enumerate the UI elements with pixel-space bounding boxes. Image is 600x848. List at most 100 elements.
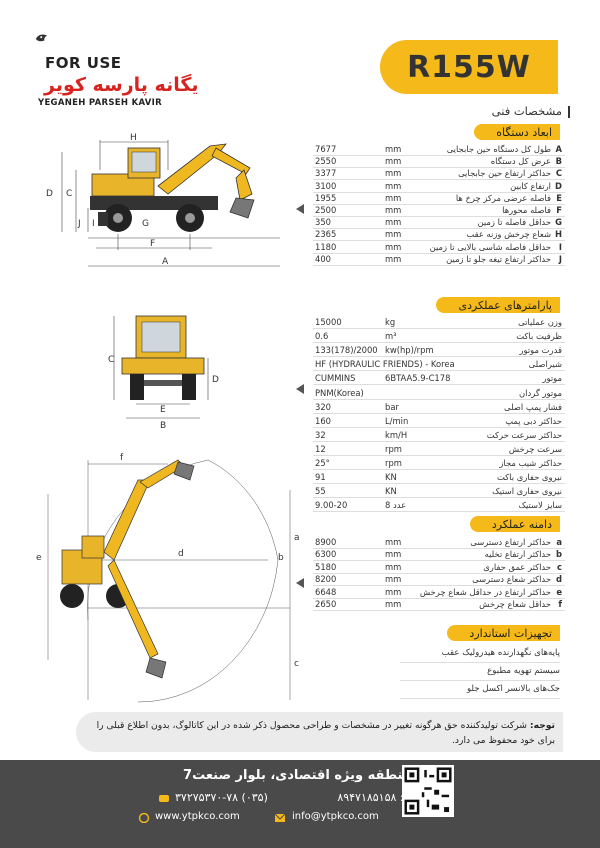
row-value: 160: [315, 415, 331, 426]
row-key: c: [557, 561, 562, 572]
row-label: طول کل دستگاه حین جابجایی: [446, 144, 551, 154]
dim-label-F: F: [150, 239, 155, 249]
row-unit: kg: [385, 317, 396, 327]
row-value: 400: [315, 253, 331, 264]
row-value: 6300: [315, 549, 337, 560]
row-key: f: [558, 599, 562, 609]
row-unit: km/H: [385, 429, 408, 440]
row-key: a: [556, 537, 562, 547]
row-label: فاصله عرضی مرکز چرخ ها: [455, 192, 551, 203]
row-value: 2650: [315, 599, 337, 609]
dim-label-I: I: [92, 219, 95, 229]
row-unit: 8 عدد: [385, 500, 407, 511]
working-range-diagram: f a b d e c: [36, 453, 300, 703]
footer-email-link[interactable]: info@ytpkco.com: [292, 811, 379, 822]
row-value: CUMMINS: [315, 373, 356, 384]
row-unit: mm: [385, 229, 402, 240]
row-label: حداکثر ارتفاع در حداقل شعاع چرخش: [419, 586, 551, 597]
note-box: [76, 712, 563, 752]
row-label: موتور: [542, 373, 562, 384]
range-label-b: b: [278, 553, 284, 563]
row-unit: mm: [385, 574, 402, 585]
section-dimensions: ابعاد دستگاه: [474, 124, 560, 140]
row-value: PNM(Korea): [315, 387, 364, 398]
row-label: حداکثر ارتفاع حین جابجایی: [458, 168, 551, 179]
row-value: 7677: [315, 144, 337, 154]
qr-code[interactable]: [402, 765, 454, 817]
range-label-d: d: [178, 549, 184, 559]
row-value: 1955: [315, 192, 337, 203]
row-unit: mm: [385, 168, 402, 179]
row-unit: 6BTAA5.9-C178: [385, 373, 451, 384]
table-row: 0.6 m³ ظرفیت باکت: [313, 330, 565, 344]
row-value: 0.6: [315, 331, 329, 342]
list-item: سیستم تهویه مطبوع: [400, 666, 560, 681]
row-value: 3100: [315, 180, 337, 191]
row-key: I: [558, 241, 562, 252]
pointer-arrow-icon: [296, 204, 304, 214]
disclaimer-note: توجه: شرکت تولیدکننده حق هرگونه تغییر در…: [90, 718, 555, 748]
row-key: J: [558, 253, 562, 264]
row-label: حداکثر ارتفاع دسترسی: [470, 537, 551, 547]
row-value: 25°: [315, 458, 330, 468]
row-unit: m³: [385, 331, 397, 342]
row-value: 91: [315, 472, 326, 483]
list-item: پایه‌های نگهدارنده هیدرولیک عقب: [400, 648, 560, 663]
email-icon: [274, 813, 286, 822]
dim-label-G: G: [142, 219, 149, 229]
section-range: دامنه عملکرد: [469, 516, 560, 532]
brand-logo: [35, 34, 48, 42]
row-value: 12: [315, 443, 326, 454]
row-unit: mm: [385, 253, 402, 264]
row-label: سایز لاستیک: [518, 500, 562, 511]
row-key: C: [555, 168, 562, 179]
front-view-diagram: C D E B: [108, 315, 219, 430]
row-label: فشار پمپ اصلی: [504, 401, 562, 412]
row-label: حداکثر شیب مجاز: [499, 458, 562, 468]
row-label: ارتفاع کابین: [510, 180, 551, 191]
footer-website-link[interactable]: www.ytpkco.com: [155, 811, 240, 822]
range-label-f: f: [120, 453, 124, 463]
side-view-diagram: H D C J I G F A: [46, 133, 280, 267]
row-unit: mm: [385, 537, 402, 547]
row-label: حداقل فاصله تا زمین: [477, 217, 551, 228]
table-row: PNM(Korea)موتور گردان: [313, 387, 565, 400]
row-label: فاصله محورها: [502, 205, 551, 215]
front-label-E: E: [160, 405, 166, 415]
dim-label-C: C: [66, 189, 72, 199]
row-value: 2550: [315, 156, 337, 167]
row-unit: mm: [385, 549, 402, 560]
row-label: حداقل فاصله شاسی بالایی تا زمین: [429, 241, 551, 252]
row-label: ظرفیت باکت: [516, 331, 562, 342]
row-value: 32: [315, 429, 326, 440]
row-key: H: [554, 229, 562, 240]
row-value: 1180: [315, 241, 337, 252]
row-value: HF (HYDRAULIC FRIENDS) - Korea: [315, 359, 455, 370]
row-value: 133(178)/2000: [315, 345, 378, 356]
footer-phone[interactable]: ۳۷۲۷۵۳۷۰-۷۸ (۰۳۵): [175, 791, 268, 804]
row-unit: kw(hp)/rpm: [385, 345, 434, 356]
row-value: 8200: [315, 574, 337, 585]
phone-icon: [159, 795, 169, 802]
row-key: D: [555, 180, 562, 191]
table-row: CUMMINS 6BTAA5.9-C178 موتور: [313, 372, 565, 386]
row-value: 5180: [315, 561, 337, 572]
row-label: نیروی حفاری استیک: [492, 486, 562, 497]
